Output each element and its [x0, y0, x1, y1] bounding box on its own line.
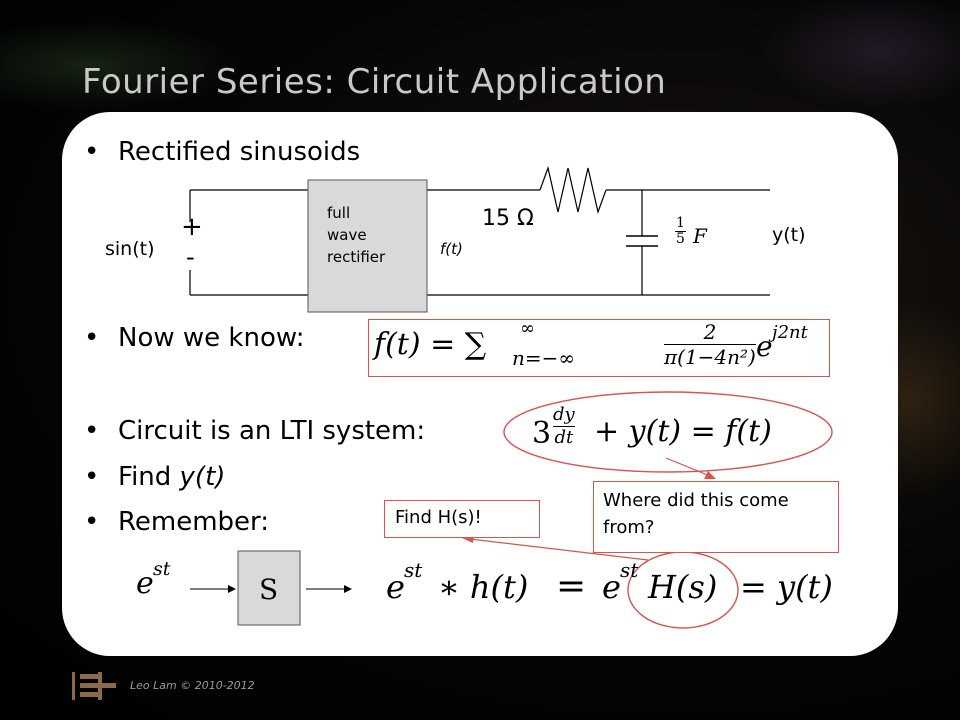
ode-numerator: dy [553, 404, 575, 427]
fraction-denominator: π(1−4n²) [664, 345, 756, 369]
logo-bar [80, 674, 100, 679]
conv-est-power: st [404, 558, 423, 582]
equals-y: = y(t) [740, 568, 833, 606]
source-plus: + [181, 212, 203, 242]
equals-1: = [556, 566, 587, 607]
out-est-base: e [602, 568, 621, 606]
ode-highlight-ellipse [503, 391, 833, 473]
bullet-text: Find [118, 462, 180, 492]
logo-bar [98, 672, 102, 700]
out-est-power: st [620, 558, 639, 582]
exp-base: e [756, 330, 773, 363]
bullet-dot: • [84, 462, 100, 492]
logo-bar [72, 672, 75, 700]
footer-logo [72, 668, 118, 702]
input-est-power: st [153, 558, 171, 580]
input-arrowhead [228, 585, 236, 593]
fourier-fraction: 2 π(1−4n²) [664, 320, 756, 369]
rectifier-box [307, 179, 428, 313]
ode-denominator: dt [554, 427, 574, 448]
background-streak [760, 0, 960, 110]
capacitor-unit: F [693, 224, 707, 248]
bullet-now-we-know: • Now we know: [84, 323, 304, 353]
exp-power: j2nt [772, 322, 808, 343]
rectifier-label: full wave rectifier [327, 202, 385, 268]
rectifier-line-1: full [327, 204, 351, 222]
source-label: sin(t) [105, 238, 155, 260]
bullet-dot: • [84, 507, 100, 537]
ode-rest: + y(t) = f(t) [594, 414, 772, 449]
bullet-dot: • [84, 416, 100, 446]
where-callout: Where did this come from? [593, 481, 839, 553]
bullet-remember: • Remember: [84, 507, 269, 537]
ode-derivative: dy dt [553, 404, 575, 449]
system-label: S [259, 573, 279, 606]
fourier-lhs: f(t) = ∑ [374, 327, 487, 362]
fourier-equation-box [368, 319, 830, 377]
where-arrowhead [704, 471, 716, 479]
resistor-symbol [539, 165, 607, 215]
bullet-find-y: • Find y(t) [84, 462, 225, 492]
background-streak [0, 20, 240, 110]
output-arrowhead [344, 585, 352, 593]
rectifier-line-2: wave [327, 226, 367, 244]
bullet-italic-text: y(t) [179, 462, 226, 492]
ft-label: f(t) [440, 240, 463, 258]
output-label: y(t) [772, 224, 806, 246]
where-arrow [665, 457, 711, 477]
capacitor-den: 5 [676, 231, 685, 247]
footer-copyright: Leo Lam © 2010-2012 [130, 679, 255, 692]
bullet-text: Rectified sinusoids [118, 137, 361, 167]
bullet-dot: • [84, 323, 100, 353]
resistor-label: 15 Ω [482, 206, 534, 231]
fraction-numerator: 2 [664, 320, 756, 345]
transfer-function: H(s) [648, 568, 718, 606]
conv-est-base: e [386, 568, 405, 606]
bullet-lti: • Circuit is an LTI system: [84, 416, 425, 446]
logo-bar [80, 692, 100, 697]
content-panel [62, 112, 898, 656]
bullet-text: Now we know: [118, 323, 305, 353]
bullet-text: Remember: [118, 507, 270, 537]
source-minus: - [186, 243, 195, 271]
capacitor-fraction: 1 5 [675, 216, 686, 247]
bullet-rectified: • Rectified sinusoids [84, 137, 360, 167]
input-est-base: e [136, 566, 154, 601]
rectifier-line-3: rectifier [327, 248, 386, 266]
sum-upper: ∞ [520, 318, 535, 339]
findhs-arrow [469, 538, 649, 561]
find-hs-callout: Find H(s)! [384, 500, 540, 538]
capacitor-num: 1 [675, 215, 686, 232]
conv-h: ∗ h(t) [438, 568, 529, 606]
bullet-text: Circuit is an LTI system: [118, 416, 426, 446]
sum-lower: n=−∞ [512, 346, 576, 370]
slide-title: Fourier Series: Circuit Application [82, 62, 667, 102]
system-box [237, 550, 301, 626]
bullet-dot: • [84, 137, 100, 167]
ode-coefficient: 3 [532, 416, 552, 451]
